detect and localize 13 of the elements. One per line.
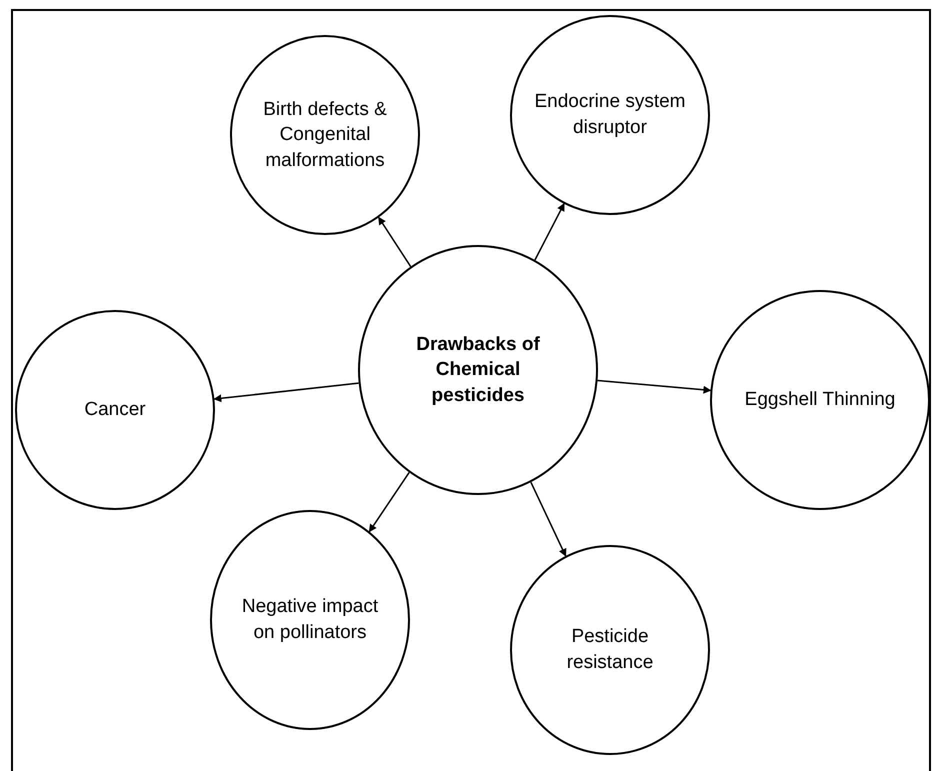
arrow [213,382,359,402]
node-text: Eggshell Thinning [744,388,896,412]
arrow [530,482,566,557]
node-text: Endocrine system disruptor [533,90,686,140]
central-topic-text: Drawbacks of Chemical pesticides [415,332,541,408]
arrow [598,380,712,394]
node-text: Pesticide resistance [566,625,654,675]
arrow [368,472,410,532]
node-text: Cancer [84,398,146,422]
node-text: Birth defects & Congenital malformations [262,98,388,173]
arrow [378,216,412,267]
arrow [534,202,565,260]
node-text: Negative impact on pollinators [240,595,380,645]
